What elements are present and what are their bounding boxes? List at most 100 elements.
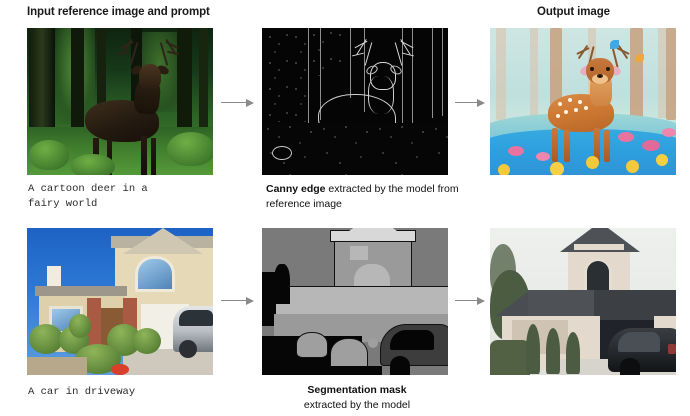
output-column-header: Output image: [537, 6, 610, 18]
wing-roof-plane: [528, 290, 594, 318]
undergrowth: [29, 140, 69, 170]
mulch-bed: [27, 357, 87, 375]
door-segment: [338, 316, 358, 336]
deer-nose: [597, 74, 603, 78]
undergrowth: [71, 154, 115, 175]
tail-light: [668, 344, 676, 354]
deer-forest-photo: [27, 28, 213, 175]
background-tree: [490, 244, 516, 298]
edge-blob: [272, 146, 292, 160]
car-window: [179, 310, 213, 326]
small-segment: [368, 338, 378, 348]
arrow-shaft: [455, 102, 478, 104]
car-window: [618, 332, 660, 352]
trunk-edge: [364, 28, 365, 112]
deer-leg: [151, 138, 156, 175]
output-image-house: [490, 228, 676, 375]
edge-noise: [310, 30, 344, 76]
edge-noise: [266, 32, 308, 122]
caption-segmentation: Segmentation mask extracted by the model: [262, 383, 452, 412]
hedge: [490, 340, 530, 375]
arrow-shaft: [455, 300, 478, 302]
trunk-edge: [402, 28, 403, 128]
deer-neck-edge: [368, 76, 394, 114]
tree-trunk: [630, 28, 643, 122]
conifer: [546, 328, 560, 374]
arrow-head-icon: [246, 296, 254, 305]
caption-segmentation-bold: Segmentation mask: [307, 384, 407, 396]
deer-head: [139, 64, 161, 90]
generated-house-photo: [490, 228, 676, 375]
deer-spot: [564, 110, 568, 114]
wheel-segment: [390, 356, 410, 375]
conifer: [526, 324, 540, 374]
deer-spot: [574, 108, 578, 112]
flower: [586, 156, 599, 169]
deer-eye: [606, 67, 610, 71]
lower-roof: [35, 286, 127, 296]
segmentation-mask: [262, 228, 448, 375]
brick-column: [87, 298, 101, 352]
prompt-text-deer: A cartoon deer in a fairy world: [28, 183, 148, 210]
flower: [536, 152, 550, 161]
bush-segment: [296, 332, 328, 358]
conifer: [566, 332, 580, 374]
cartoon-deer-illustration: [490, 28, 676, 175]
arrow-shaft: [221, 300, 247, 302]
car-wheel: [620, 358, 640, 375]
background-tree: [530, 28, 538, 116]
wing-roof: [496, 290, 530, 316]
control-image-segmentation-house: [262, 228, 448, 375]
hedge: [29, 324, 63, 354]
deer-spot: [568, 98, 572, 102]
deer-leg: [141, 136, 147, 175]
house-photo: [27, 228, 213, 375]
flower: [550, 162, 564, 175]
ground-segment: [262, 366, 382, 375]
deer-muzzle: [592, 74, 608, 84]
trunk-edge: [412, 28, 413, 132]
deer-leg: [604, 130, 610, 162]
deer-leg: [564, 130, 570, 162]
arrow-control-to-output-deer: [455, 98, 485, 108]
flower: [508, 146, 524, 156]
trunk-edge: [350, 28, 351, 98]
flower: [626, 160, 639, 173]
red-flowers: [111, 364, 129, 375]
deer-eye: [590, 67, 594, 71]
reference-image-deer: [27, 28, 213, 175]
flower: [618, 132, 634, 142]
hedge: [133, 328, 161, 354]
flower: [662, 128, 676, 137]
car-wheel: [179, 340, 197, 358]
tree-trunk: [666, 28, 676, 120]
flower: [656, 154, 668, 166]
input-column-header: Input reference image and prompt: [27, 6, 210, 18]
trunk-edge: [308, 28, 309, 124]
trunk-edge: [320, 28, 321, 120]
control-image-canny-deer: [262, 28, 448, 175]
flower: [642, 140, 660, 151]
tree-segment: [262, 272, 276, 326]
arched-window: [135, 256, 175, 292]
trunk-edge: [442, 28, 443, 116]
trunk-edge: [432, 28, 433, 118]
arrow-shaft: [221, 102, 247, 104]
arrow-head-icon: [477, 98, 485, 107]
reference-image-house: [27, 228, 213, 375]
arrow-control-to-output-house: [455, 296, 485, 306]
arrow-reference-to-control-house: [221, 296, 254, 306]
deer-leg: [552, 128, 558, 162]
deer-leg: [594, 128, 600, 162]
deer-spot: [558, 102, 562, 106]
house-wall: [578, 316, 600, 372]
arrow-head-icon: [477, 296, 485, 305]
gable-trim: [574, 244, 624, 250]
canny-edge-map: [262, 28, 448, 175]
garage-roof: [594, 290, 676, 320]
deer-spot: [578, 100, 582, 104]
topiary: [69, 314, 91, 338]
tree-trunk: [199, 28, 208, 175]
prompt-text-house: A car in driveway: [28, 386, 136, 398]
